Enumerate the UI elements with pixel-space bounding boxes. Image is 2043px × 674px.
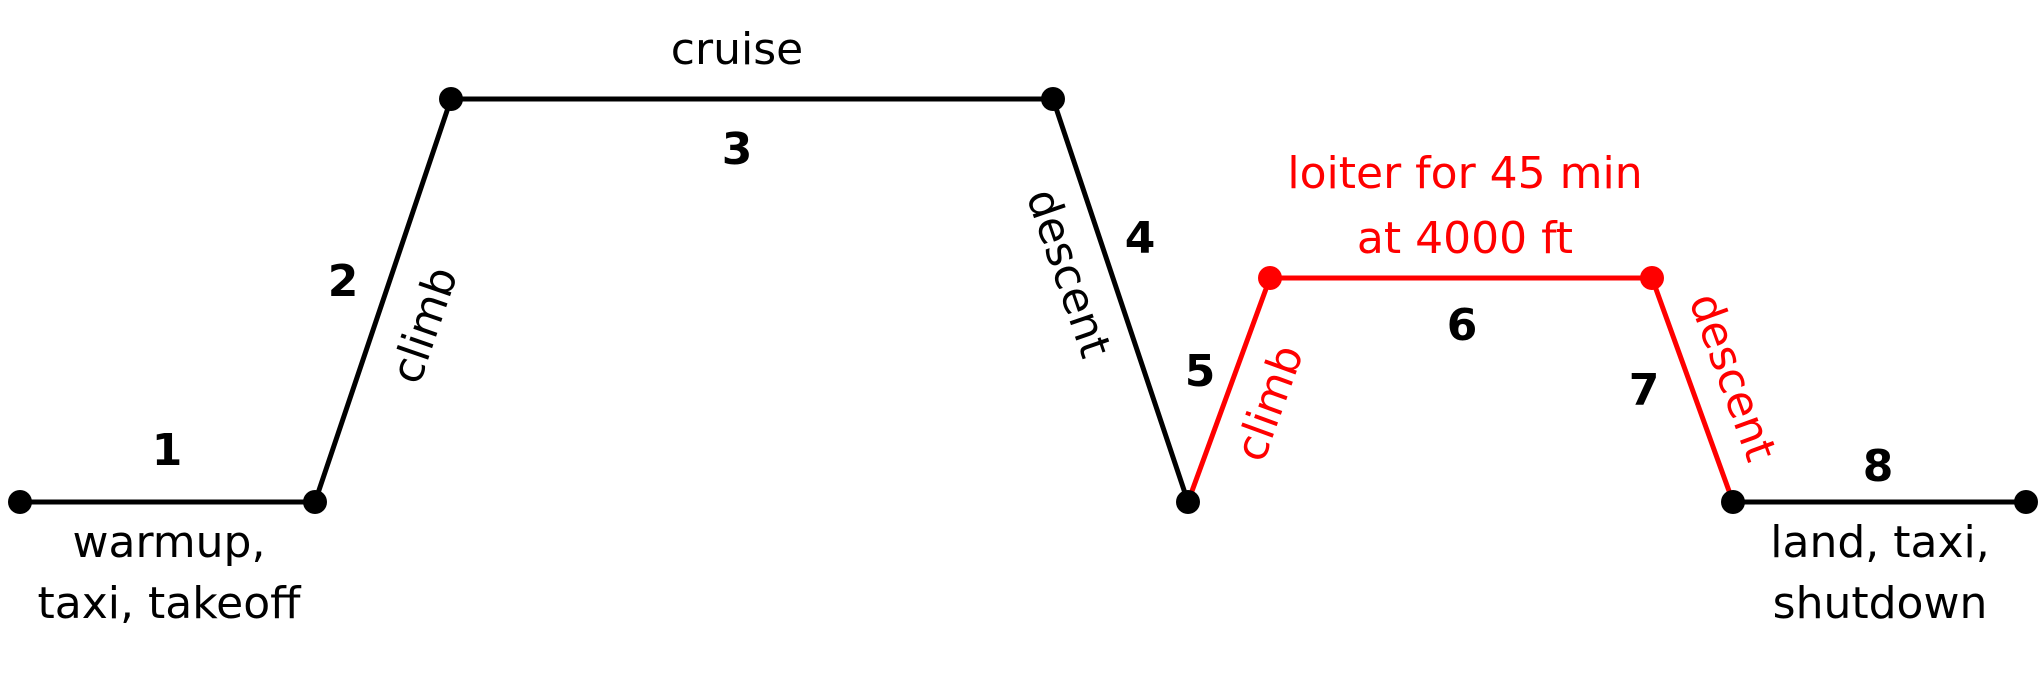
waypoint-node — [1041, 87, 1065, 111]
segment-2-label: climb — [381, 260, 468, 390]
start-note-line1: warmup, — [73, 517, 266, 568]
end-note-line2: shutdown — [1773, 578, 1988, 629]
segment-8-number: 8 — [1863, 441, 1894, 492]
segment-7-label: descent — [1679, 287, 1787, 468]
segment-4-number: 4 — [1125, 213, 1156, 264]
end-note-line1: land, taxi, — [1770, 517, 1989, 568]
waypoint-node — [1176, 490, 1200, 514]
segment-4-label: descent — [1016, 182, 1121, 363]
waypoint-node — [1640, 266, 1664, 290]
segment-7-line — [1649, 277, 1736, 503]
segment-1-number: 1 — [152, 425, 183, 476]
segment-4-line — [1050, 98, 1191, 503]
waypoint-node — [303, 490, 327, 514]
segment-7-number: 7 — [1629, 365, 1660, 416]
segment-6-number: 6 — [1447, 300, 1478, 351]
waypoint-node — [1258, 266, 1282, 290]
loiter-note-line2: at 4000 ft — [1357, 213, 1573, 264]
segment-5-number: 5 — [1185, 346, 1216, 397]
segment-3-label: cruise — [671, 24, 803, 75]
segment-3-number: 3 — [722, 124, 753, 175]
waypoint-node — [8, 490, 32, 514]
loiter-note-line1: loiter for 45 min — [1287, 148, 1642, 199]
segment-2-line — [312, 98, 454, 503]
segment-5-line — [1185, 277, 1273, 503]
waypoint-node — [439, 87, 463, 111]
segment-2-number: 2 — [328, 256, 359, 307]
waypoint-node — [2014, 490, 2038, 514]
waypoint-node — [1721, 490, 1745, 514]
start-note-line2: taxi, takeoff — [38, 578, 303, 629]
